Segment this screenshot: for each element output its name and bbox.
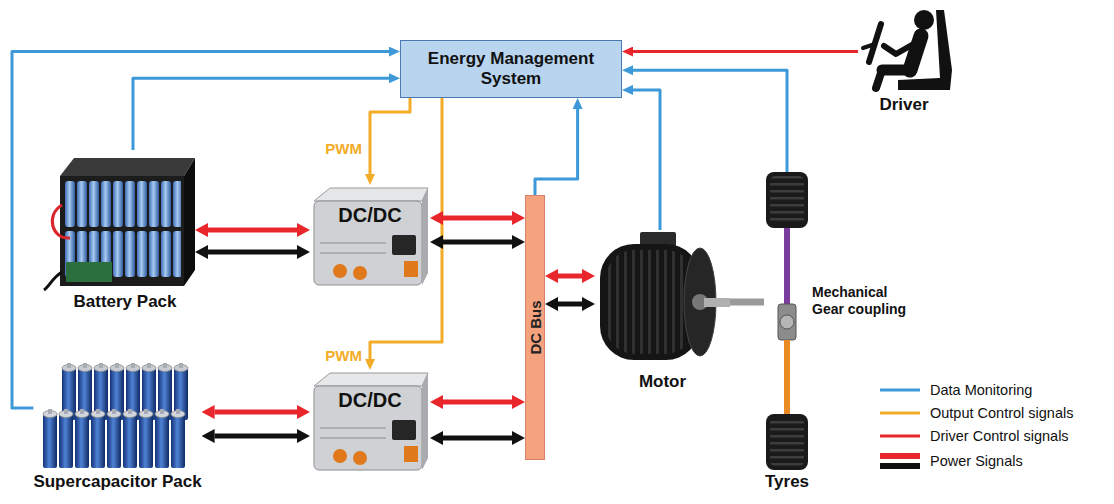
power-line [443, 400, 512, 405]
tyres-picture-part [766, 172, 808, 228]
node-label: DC/DC [338, 203, 401, 227]
power-line [443, 240, 512, 245]
label-holder: Mechanical Gear coupling [812, 284, 920, 318]
legend-text: Driver Control signals [930, 427, 1069, 445]
legend-line [880, 411, 920, 414]
power-line [208, 228, 297, 233]
legend-bar [880, 453, 920, 459]
legend-line [880, 388, 920, 391]
motor-node: Motor [595, 230, 730, 392]
battery-pack-node: Battery Pack [55, 150, 195, 312]
battery-pack-picture-part [44, 272, 62, 290]
legend-text: Power Signals [930, 452, 1023, 470]
driver-icon-part [863, 44, 875, 48]
legend-row: Output Control signals [878, 401, 1073, 424]
driver-icon-part [914, 10, 934, 30]
data-monitoring-line [133, 78, 389, 150]
data-monitoring-line [535, 109, 578, 195]
battery-pack-picture-part [60, 158, 195, 176]
edge-label-holder: PWM [325, 347, 362, 365]
tyres-node: Tyres [764, 172, 810, 492]
power-line [558, 274, 582, 279]
dcdc-converter: DC/DC [310, 185, 430, 290]
dcdc-converter-picture-part [314, 188, 428, 285]
power-line [443, 436, 512, 441]
supercapacitor-node: Supercapacitor Pack [33, 362, 201, 492]
battery-pack-picture-part [60, 176, 184, 286]
node-label: DC Bus [527, 300, 544, 354]
dcdc-converter-picture-part [314, 373, 428, 470]
motor-picture-part [606, 250, 694, 354]
node-label: Driver [879, 95, 928, 115]
legend-swatch [878, 383, 922, 397]
tyres-picture-part [784, 340, 790, 414]
legend-text: Output Control signals [930, 404, 1073, 422]
signal-label: PWM [325, 347, 362, 365]
motor-picture [600, 232, 730, 360]
tyres-picture-part [780, 315, 794, 329]
legend-swatch [878, 429, 922, 443]
supercapacitor-pack-picture [42, 362, 189, 468]
dcdc-converter: DC/DC [310, 370, 430, 475]
power-line [215, 434, 297, 439]
picture-area [764, 172, 810, 470]
node-label: Supercapacitor Pack [33, 472, 201, 492]
data-monitoring-line [633, 90, 660, 230]
node-label: Motor [639, 372, 686, 392]
battery-pack-picture-part [52, 205, 70, 238]
energy-management-box: Energy Management System [400, 40, 622, 98]
driver-node: Driver [858, 5, 950, 115]
drive-shaft [730, 299, 764, 306]
driver-control-line [633, 50, 858, 53]
tyres-picture-part [770, 176, 804, 224]
legend-row: Driver Control signals [878, 424, 1073, 447]
legend-swatch [878, 451, 922, 471]
picture-area [55, 150, 195, 290]
picture-area [858, 5, 950, 93]
picture-area [595, 230, 730, 370]
part-label: Mechanical Gear coupling [812, 284, 920, 318]
battery-pack-picture-part [66, 262, 112, 282]
tyres-picture-part [766, 414, 808, 470]
tyres-picture-part [770, 418, 804, 466]
tyres-picture-part [778, 304, 796, 340]
output-control-line [370, 98, 410, 174]
output-control-line [370, 98, 442, 359]
tyres-picture [766, 172, 808, 470]
picture-area [40, 362, 195, 470]
edge-label-holder: PWM [325, 140, 362, 158]
driver-icon [863, 10, 952, 90]
power-line [443, 216, 512, 221]
legend-text: Data Monitoring [930, 381, 1032, 399]
legend-line [880, 434, 920, 437]
tyres-picture-part [784, 228, 790, 304]
power-line [215, 410, 297, 415]
node-label: DC/DC [338, 388, 401, 412]
battery-pack-picture [44, 158, 195, 290]
legend-row: Data Monitoring [878, 378, 1073, 401]
driver-icon-part [882, 65, 910, 76]
dc-bus-bar: DC Bus [525, 195, 545, 460]
battery-pack-picture-part [184, 158, 195, 286]
signal-label: PWM [325, 140, 362, 158]
motor-picture-part [704, 298, 730, 307]
legend: Data MonitoringOutput Control signalsDri… [878, 378, 1073, 475]
dcdc-converter-picture [314, 188, 428, 470]
driver-icon-part [876, 70, 882, 88]
supercapacitor-pack-picture-part [42, 408, 186, 468]
power-line [558, 302, 582, 307]
node-label: Tyres [765, 472, 809, 492]
node-label: Energy Management System [411, 49, 611, 89]
legend-bar [880, 463, 920, 469]
power-line [208, 250, 297, 255]
legend-swatch [878, 406, 922, 420]
driver-icon-part [884, 42, 917, 54]
data-monitoring-line [12, 52, 389, 408]
data-monitoring-line [633, 70, 787, 172]
node-label: Battery Pack [73, 292, 176, 312]
legend-row: Power Signals [878, 447, 1073, 475]
